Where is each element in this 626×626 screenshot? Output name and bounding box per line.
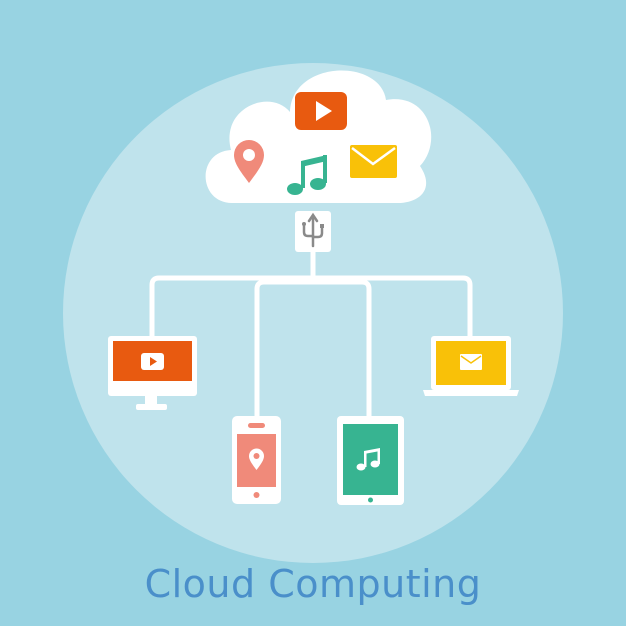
music-note-icon — [287, 155, 327, 195]
usb-connector — [295, 211, 331, 252]
mail-icon — [350, 145, 397, 178]
caption-title: Cloud Computing — [144, 562, 482, 606]
monitor-device — [108, 336, 197, 410]
tablet-device — [337, 416, 404, 505]
connection-lines — [149, 252, 473, 416]
music-note-icon — [356, 448, 380, 471]
usb-icon — [302, 212, 324, 248]
location-pin-icon — [249, 448, 264, 470]
laptop-device — [423, 336, 519, 396]
cloud — [205, 70, 432, 203]
background-circle — [63, 63, 563, 563]
phone-device — [232, 416, 281, 504]
video-play-icon — [141, 353, 164, 370]
mail-icon — [460, 354, 482, 370]
video-play-icon — [295, 92, 347, 130]
location-pin-icon — [234, 140, 264, 183]
